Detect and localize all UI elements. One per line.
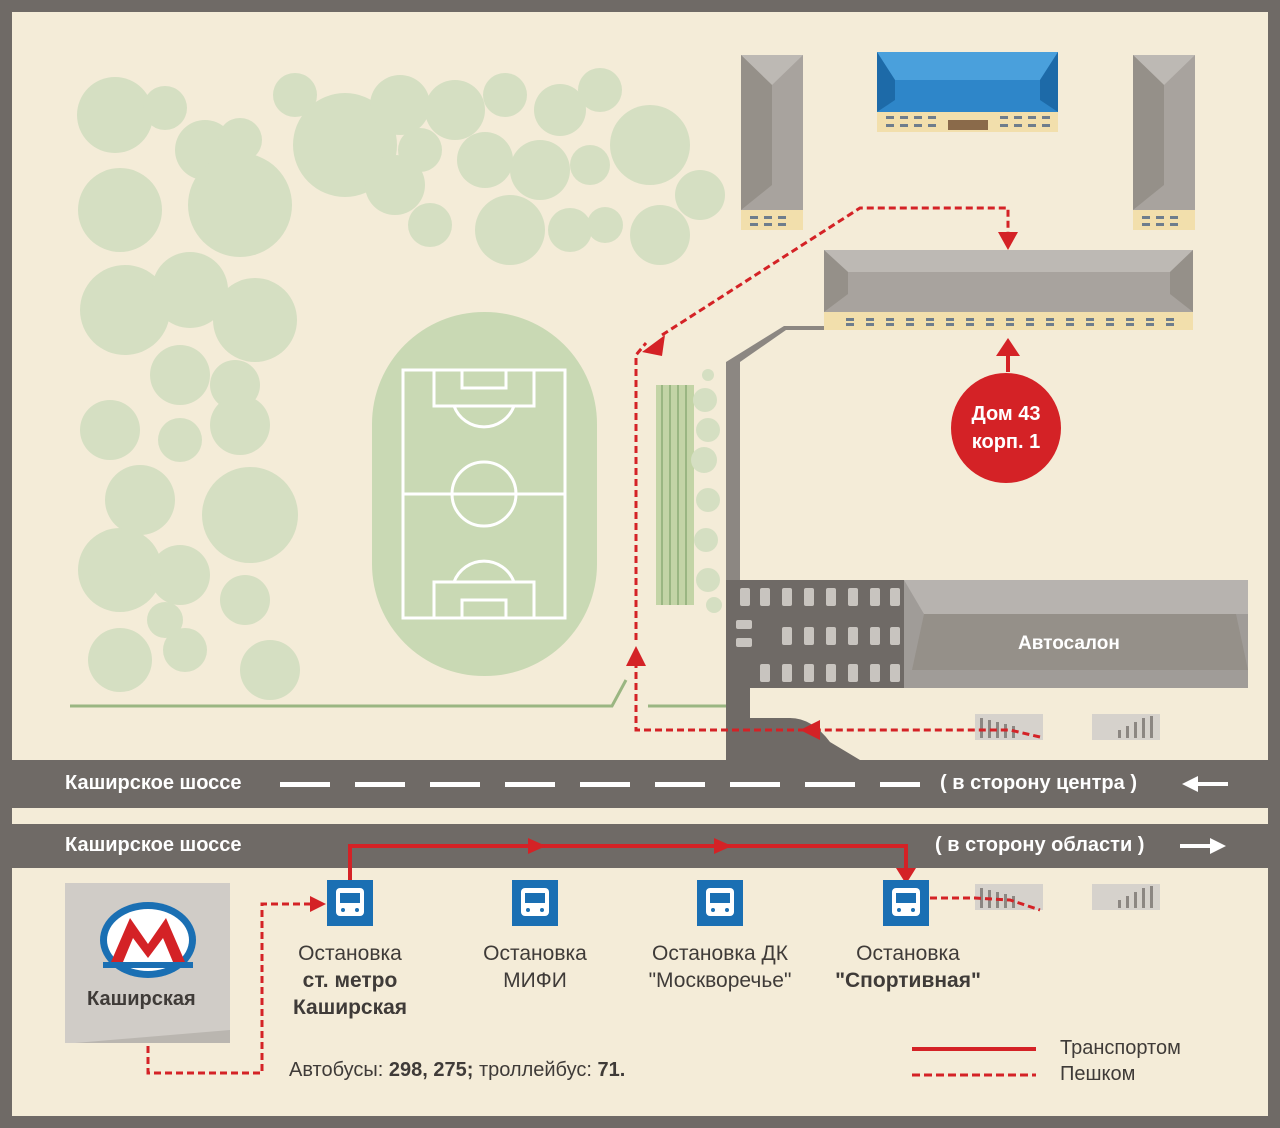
crossing-north-1 [975,714,1043,740]
trolley-label: троллейбус: [478,1059,592,1081]
house-number: Дом 43 [971,403,1041,425]
building-left [741,55,803,230]
legend-transport: Транспортом [1060,1037,1181,1059]
autosalon-building [904,580,1248,688]
house-marker[interactable]: Дом 43 корп. 1 [951,373,1061,483]
bus-stop-icon [697,880,743,926]
stop-name: ст. метро [302,969,398,992]
stop-name: МИФИ [503,969,567,992]
metro-station-name: Каширская [87,988,196,1010]
parking-lot [730,580,906,688]
stop-label: Остановка [856,942,960,965]
hedge [656,369,722,613]
trees [77,68,725,700]
target-building [824,250,1193,330]
bus-stop-moskvorechye[interactable]: Остановка ДК "Москворечье" [620,940,820,994]
lane-dashes [280,782,920,787]
house-building: корп. 1 [971,431,1041,453]
bus-stop-icon [883,880,929,926]
road-name-north: Каширское шоссе [65,772,242,794]
crossing-south-2 [1092,884,1160,910]
walk-arrow-up [626,646,646,666]
walk-arrow-down [998,232,1018,250]
crossing-north-2 [1092,714,1160,740]
walk-route-metro [146,896,1041,1075]
arrow-left-icon [1182,776,1228,792]
road-direction-north: ( в сторону центра ) [940,772,1137,794]
legend-walk: Пешком [1060,1063,1136,1085]
road-direction-south: ( в сторону области ) [935,834,1145,856]
stop-label: Остановка ДК [652,942,788,965]
stop-name-2: Каширская [292,996,408,1019]
arrow-right-icon [1180,838,1226,854]
football-pitch [401,368,567,620]
metro-logo-icon [100,902,196,978]
bus-stop-icon [327,880,373,926]
stop-label: Остановка [483,942,587,965]
trolley-number: 71. [597,1059,626,1081]
autosalon-label: Автосалон [1018,633,1120,654]
road-name-south: Каширское шоссе [65,834,242,856]
access-road-top [726,326,826,580]
stop-name: "Спортивная" [835,969,981,992]
blue-roof-building [877,52,1058,132]
bus-stop-mifi[interactable]: Остановка МИФИ [435,940,635,994]
park-fence [70,679,628,708]
routes-info: Автобусы: 298, 275; троллейбус: 71. [289,1059,625,1082]
bus-stop-sportivnaya[interactable]: Остановка "Спортивная" [808,940,1008,994]
buses-label: Автобусы: [289,1059,384,1081]
building-right [1133,55,1195,230]
stop-label: Остановка [298,942,402,965]
stop-name: "Москворечье" [648,969,792,992]
house-arrow-up [996,338,1020,356]
transport-route [348,844,908,880]
bus-numbers: 298, 275; [388,1059,474,1081]
bus-stop-kashirskaya[interactable]: Остановка ст. метро Каширская [250,940,450,1021]
median-strip [12,808,1268,824]
walk-arrow-diag [642,335,665,356]
bus-stop-icon [512,880,558,926]
walk-arrow-left [800,720,820,740]
walk-route-north [634,206,1041,739]
